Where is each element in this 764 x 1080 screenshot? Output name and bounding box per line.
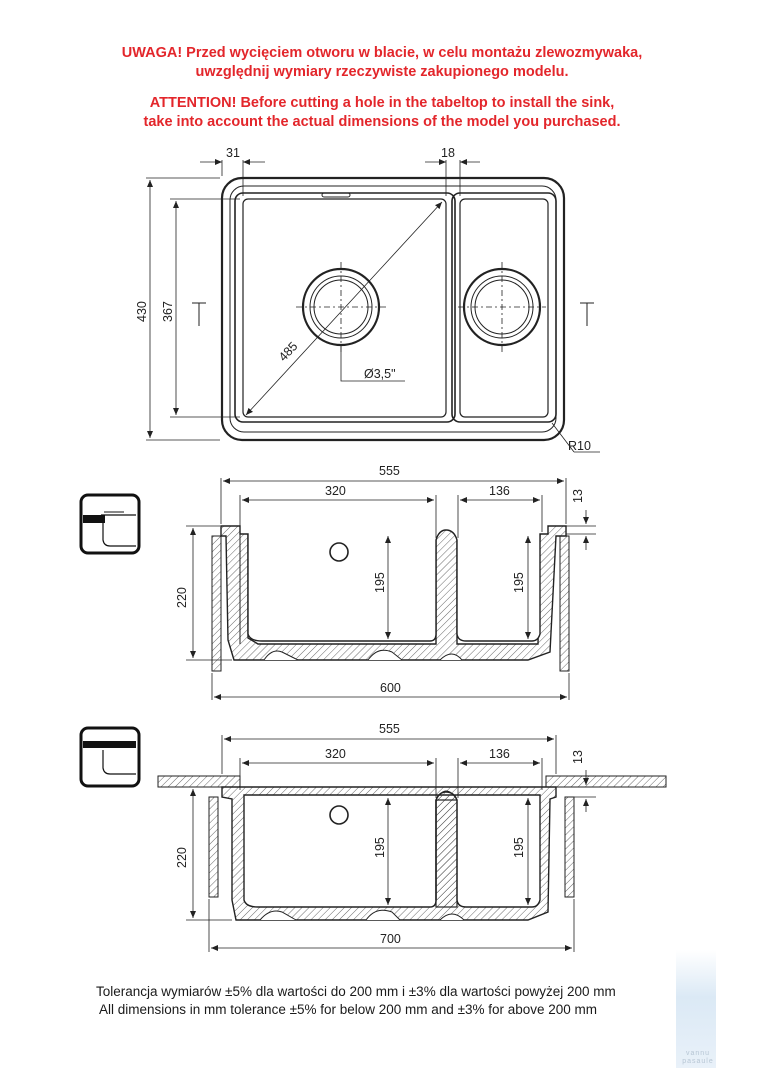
section-2-labels: 555 320 136 13 220 195 195 700 bbox=[175, 722, 585, 946]
dim-rim-left: 31 bbox=[226, 146, 240, 160]
warning-polish-line-2: uwzględnij wymiary rzeczywiste zakupione… bbox=[195, 64, 569, 80]
top-view-labels: 31 18 430 367 485 Ø3,5" R10 bbox=[135, 146, 591, 453]
warning-polish-line-1: UWAGA! Przed wycięciem otworu w blacie, … bbox=[121, 45, 643, 61]
warning-english-line-1: ATTENTION! Before cutting a hole in the … bbox=[149, 95, 615, 111]
warning-polish: UWAGA! Przed wycięciem otworu w blacie, … bbox=[0, 44, 764, 82]
s1-dim-height: 220 bbox=[175, 587, 189, 608]
large-bowl-inner-2 bbox=[243, 791, 541, 908]
overflow-hole-2 bbox=[329, 805, 349, 825]
mounting-icon-flush bbox=[79, 493, 141, 555]
s2-dim-small-bowl: 136 bbox=[489, 747, 510, 761]
s1-dim-cabinet: 600 bbox=[380, 681, 401, 695]
watermark-bar bbox=[676, 950, 716, 1068]
top-view-drain-small bbox=[458, 262, 546, 352]
s1-dim-small-depth: 195 bbox=[512, 572, 526, 593]
overflow-hole bbox=[329, 542, 349, 562]
watermark-text: vannu pasaule bbox=[678, 1050, 718, 1066]
cabinet-wall-left-2 bbox=[208, 796, 219, 898]
dim-drain: Ø3,5" bbox=[364, 367, 396, 381]
cabinet-wall-right bbox=[559, 535, 570, 672]
s1-dim-rim: 13 bbox=[571, 489, 585, 503]
dim-height-inner: 367 bbox=[161, 301, 175, 322]
top-view-drain-leader bbox=[340, 345, 405, 382]
top-view-small-bowl-outer bbox=[451, 192, 557, 423]
cabinet-wall-left bbox=[211, 535, 222, 672]
cabinet-wall-right-2 bbox=[564, 796, 575, 898]
s1-dim-big-bowl: 320 bbox=[325, 484, 346, 498]
s2-dim-height: 220 bbox=[175, 847, 189, 868]
section-view-1 bbox=[186, 478, 596, 700]
s2-dim-width: 555 bbox=[379, 722, 400, 736]
s2-dim-small-depth: 195 bbox=[512, 837, 526, 858]
countertop-left bbox=[157, 775, 241, 788]
top-view-overflow-slot bbox=[321, 192, 351, 198]
section-view-2 bbox=[157, 735, 667, 952]
dim-height-outer: 430 bbox=[135, 301, 149, 322]
tolerance-english: All dimensions in mm tolerance ±5% for b… bbox=[99, 1002, 598, 1017]
tolerance-polish: Tolerancja wymiarów ±5% dla wartości do … bbox=[96, 984, 616, 999]
top-view-drain-large bbox=[296, 262, 386, 352]
s1-dim-big-depth: 195 bbox=[373, 572, 387, 593]
top-view-large-bowl bbox=[242, 198, 447, 418]
warning-english: ATTENTION! Before cutting a hole in the … bbox=[0, 94, 764, 132]
top-view-small-bowl bbox=[459, 198, 549, 418]
small-bowl-inner bbox=[456, 534, 541, 642]
top-view-inner-rim bbox=[229, 185, 557, 433]
watermark-line-2: pasaule bbox=[682, 1058, 714, 1065]
top-view-outer-rim bbox=[220, 176, 566, 442]
top-view bbox=[146, 159, 600, 453]
watermark-line-1: vannu bbox=[685, 1050, 711, 1057]
s2-dim-cabinet: 700 bbox=[380, 932, 401, 946]
mounting-icon-undermount bbox=[79, 726, 141, 788]
s2-dim-big-depth: 195 bbox=[373, 837, 387, 858]
warning-english-line-2: take into account the actual dimensions … bbox=[143, 114, 621, 130]
dim-radius: R10 bbox=[568, 439, 591, 453]
top-view-radius-leader bbox=[551, 422, 575, 453]
dim-divider: 18 bbox=[441, 146, 455, 160]
top-view-diagonal bbox=[245, 201, 443, 416]
s2-dim-big-bowl: 320 bbox=[325, 747, 346, 761]
s2-dim-rim: 13 bbox=[571, 750, 585, 764]
countertop-right bbox=[545, 775, 667, 788]
s1-dim-small-bowl: 136 bbox=[489, 484, 510, 498]
s1-dim-width: 555 bbox=[379, 464, 400, 478]
section-1-labels: 555 320 136 13 220 195 195 600 bbox=[175, 464, 585, 695]
